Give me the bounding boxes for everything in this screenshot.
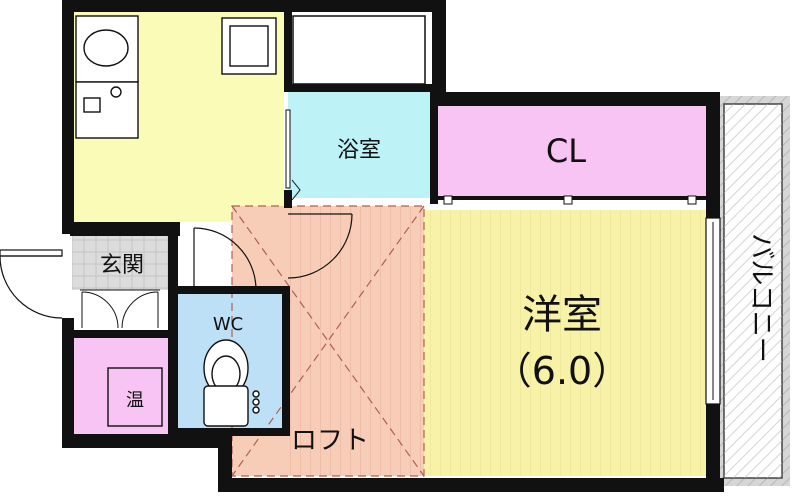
label-western-room-size: （6.0） (494, 349, 630, 393)
water-heater-box (107, 367, 163, 427)
kitchen-fixtures (75, 15, 277, 139)
entrance-tiles (72, 234, 172, 290)
label-water-heater: 温 (126, 390, 144, 411)
wc-door (193, 227, 257, 291)
label-bath: 浴室 (337, 138, 381, 163)
room-door (287, 213, 353, 279)
closet-area (438, 106, 706, 198)
balcony-rail-fill (724, 104, 782, 478)
entrance-shoe-cabinet (80, 289, 160, 329)
label-western-room: 洋室 (522, 292, 602, 338)
label-balcony: バルコニー (746, 233, 776, 362)
label-wc: WC (213, 314, 243, 335)
bath-tub (292, 15, 426, 85)
bath-area (288, 92, 430, 198)
loft-lines (284, 206, 424, 476)
western-room-lines (424, 210, 706, 476)
toilet-icon (203, 339, 260, 427)
closet-doors (443, 195, 697, 205)
label-closet: CL (546, 132, 586, 170)
entrance-door (0, 249, 63, 319)
label-entrance: 玄関 (100, 253, 144, 278)
bath-door (291, 179, 301, 201)
label-loft: ロフト (291, 426, 369, 456)
bath-window (285, 109, 291, 189)
